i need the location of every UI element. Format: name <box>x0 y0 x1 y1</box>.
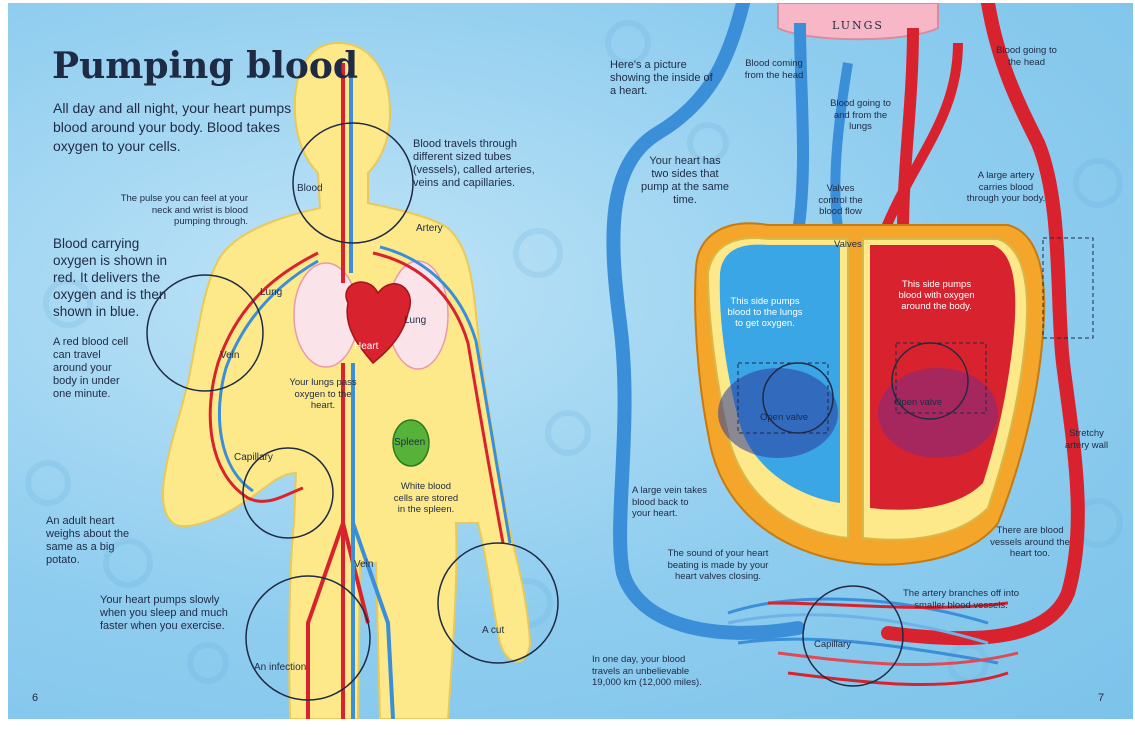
lungs-cap <box>777 3 939 41</box>
magnifier-open-valve-right <box>891 342 969 420</box>
label-vein-leg: Vein <box>354 559 374 570</box>
label-lung-right: Lung <box>404 315 427 326</box>
side-body-text: This side pumps blood with oxygen around… <box>898 279 975 312</box>
pulse-text: The pulse you can feel at your neck and … <box>120 193 248 227</box>
adult-heart-text: An adult heart weighs about the same as … <box>46 515 130 566</box>
label-open-valve-right: Open valve <box>894 397 943 408</box>
spleen-shape <box>392 419 430 467</box>
vessels-around-text: There are blood vessels around the heart… <box>990 525 1070 559</box>
magnifier-capillary <box>242 447 334 539</box>
label-heart: Heart <box>354 341 379 352</box>
label-open-valve-left: Open valve <box>760 412 809 423</box>
intro-text: All day and all night, your heart pumps … <box>53 100 292 154</box>
tubes-text: Blood travels through different sized tu… <box>413 138 535 189</box>
to-head-text: Blood going to the head <box>996 45 1057 68</box>
page-title: Pumping blood <box>52 45 359 87</box>
magnifier-infection <box>245 575 371 701</box>
label-blood: Blood <box>297 183 323 194</box>
heart-sound-text: The sound of your heart beating is made … <box>667 548 769 582</box>
heart-shape <box>345 281 411 365</box>
red-cell-text: A red blood cell can travel around your … <box>53 336 129 400</box>
label-artery: Artery <box>416 223 443 234</box>
heart-cross-section <box>606 3 1094 687</box>
from-head-text: Blood coming from the head <box>744 58 804 81</box>
human-body <box>146 41 559 719</box>
magnifier-blood <box>292 122 414 244</box>
label-lungs: LUNGS <box>832 19 884 32</box>
side-lungs-text: This side pumps blood to the lungs to ge… <box>727 296 803 329</box>
white-cells-text: White blood cells are stored in the sple… <box>393 481 459 515</box>
artery-branches-text: The artery branches off into smaller blo… <box>903 588 1019 611</box>
inside-heart-text: Here's a picture showing the inside of a… <box>610 59 713 97</box>
magnifier-capillary-right <box>802 585 904 687</box>
label-spleen: Spleen <box>394 437 426 448</box>
label-infection: An infection <box>254 662 307 673</box>
page-number-right: 7 <box>1098 692 1105 704</box>
magnifier-open-valve-left <box>762 362 834 434</box>
book-spread: Pumping blood All day and all night, you… <box>8 3 1133 719</box>
magnifier-cut <box>437 542 559 664</box>
lungs-pass-text: Your lungs pass oxygen to the heart. <box>289 377 357 411</box>
blood-color-text: Blood carrying oxygen is shown in red. I… <box>53 236 168 319</box>
illustration <box>25 3 1123 719</box>
page-number-left: 6 <box>32 692 39 704</box>
label-capillary-right: Capillary <box>814 639 851 650</box>
label-cut: A cut <box>482 625 505 636</box>
to-from-lungs-text: Blood going to and from the lungs <box>830 98 891 132</box>
large-artery-text: A large artery carries blood through you… <box>966 170 1046 204</box>
label-lung-left: Lung <box>260 287 283 298</box>
one-day-text: In one day, your blood travels an unbeli… <box>592 654 702 688</box>
capillary-bundle <box>727 597 1019 687</box>
valves-control-text: Valves control the blood flow <box>818 183 863 217</box>
pumps-slowly-text: Your heart pumps slowly when you sleep a… <box>100 594 228 632</box>
stretchy-wall-text: Stretchy artery wall <box>1064 428 1109 451</box>
label-vein-arm: Vein <box>220 350 240 361</box>
large-vein-text: A large vein takes blood back to your he… <box>632 485 707 519</box>
two-sides-text: Your heart has two sides that pump at th… <box>640 155 730 206</box>
label-valves: Valves <box>834 239 862 250</box>
magnifier-vein <box>146 274 264 392</box>
label-capillary: Capillary <box>234 452 273 463</box>
